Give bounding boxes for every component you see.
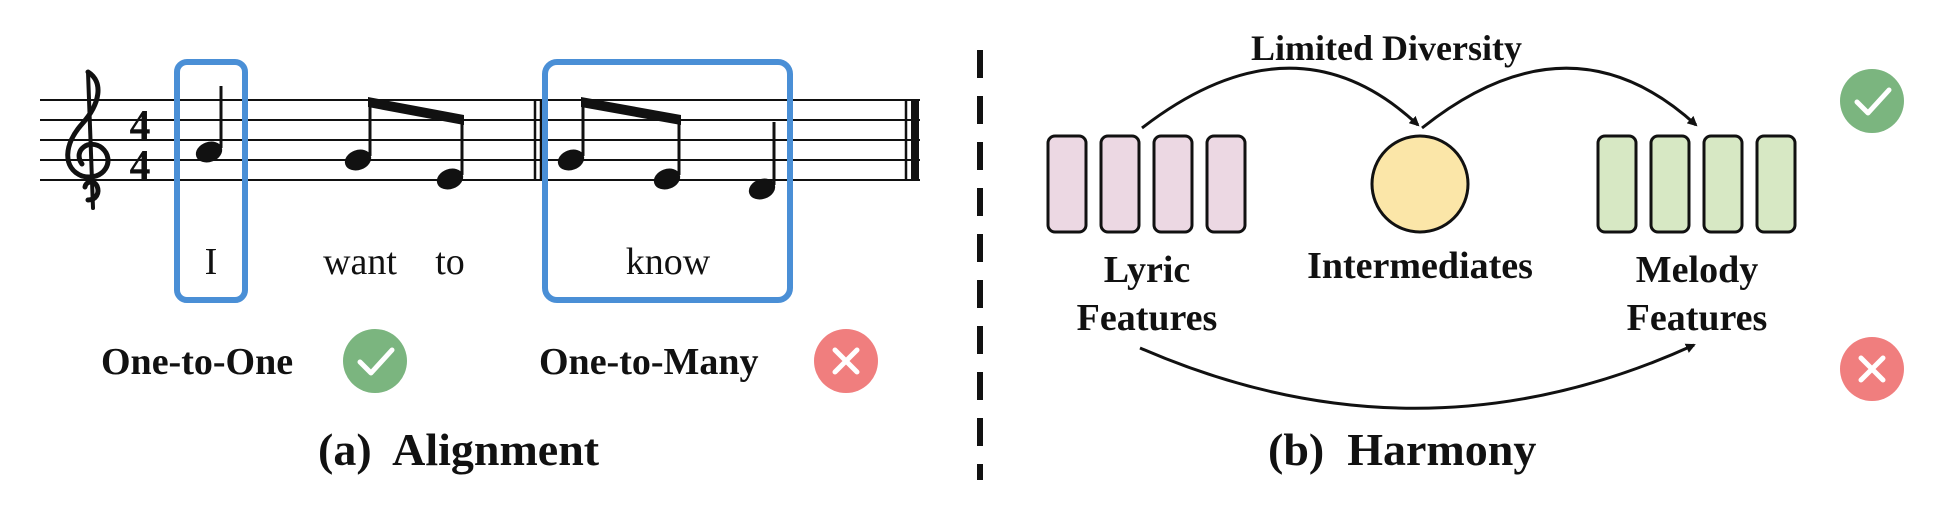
one-to-many-box bbox=[542, 59, 793, 303]
panel-alignment: 4 4 bbox=[40, 59, 920, 475]
lyric-features-label-line1: Lyric bbox=[1104, 249, 1191, 291]
note-quarter-1 bbox=[195, 86, 223, 163]
barlines bbox=[533, 100, 919, 180]
melody-features-block bbox=[1596, 134, 1797, 234]
svg-text:4: 4 bbox=[130, 103, 151, 149]
caption-harmony: (b) Harmony bbox=[1268, 424, 1536, 475]
cross-circle-icon bbox=[1840, 337, 1904, 401]
svg-text:4: 4 bbox=[130, 143, 151, 189]
note-eighth-pair-2 bbox=[557, 97, 681, 190]
cross-circle-icon bbox=[814, 329, 878, 393]
lyric-word-to: to bbox=[435, 241, 465, 283]
lyric-features-block bbox=[1046, 134, 1247, 234]
notes bbox=[195, 86, 776, 200]
check-circle-icon bbox=[1840, 69, 1904, 133]
lyric-word-know: know bbox=[626, 241, 711, 283]
check-circle-icon bbox=[343, 329, 407, 393]
one-to-one-label: One-to-One bbox=[101, 341, 293, 383]
note-eighth-pair-1 bbox=[344, 97, 464, 190]
treble-clef-icon bbox=[65, 69, 111, 210]
melody-features-label-line2: Features bbox=[1627, 297, 1768, 339]
limited-diversity-label: Limited Diversity bbox=[1251, 28, 1522, 68]
lyric-features-label-line2: Features bbox=[1077, 297, 1218, 339]
note-quarter-2 bbox=[748, 122, 776, 200]
arrow-lyric-to-intermediates bbox=[1141, 66, 1420, 130]
melody-features-label-line1: Melody bbox=[1636, 249, 1758, 291]
lyric-word-i: I bbox=[205, 241, 218, 283]
arrow-lyric-to-melody-direct bbox=[1139, 343, 1696, 410]
one-to-one-box bbox=[174, 59, 248, 303]
caption-alignment: (a) Alignment bbox=[318, 424, 600, 475]
lyric-word-want: want bbox=[323, 241, 397, 283]
arrow-intermediates-to-melody bbox=[1421, 66, 1698, 130]
intermediates-node bbox=[1370, 134, 1470, 234]
time-signature: 4 4 bbox=[130, 103, 151, 189]
intermediates-label: Intermediates bbox=[1307, 245, 1533, 287]
panel-harmony: Limited Diversity Lyric Features Interme… bbox=[1046, 28, 1904, 475]
one-to-many-label: One-to-Many bbox=[539, 341, 759, 383]
